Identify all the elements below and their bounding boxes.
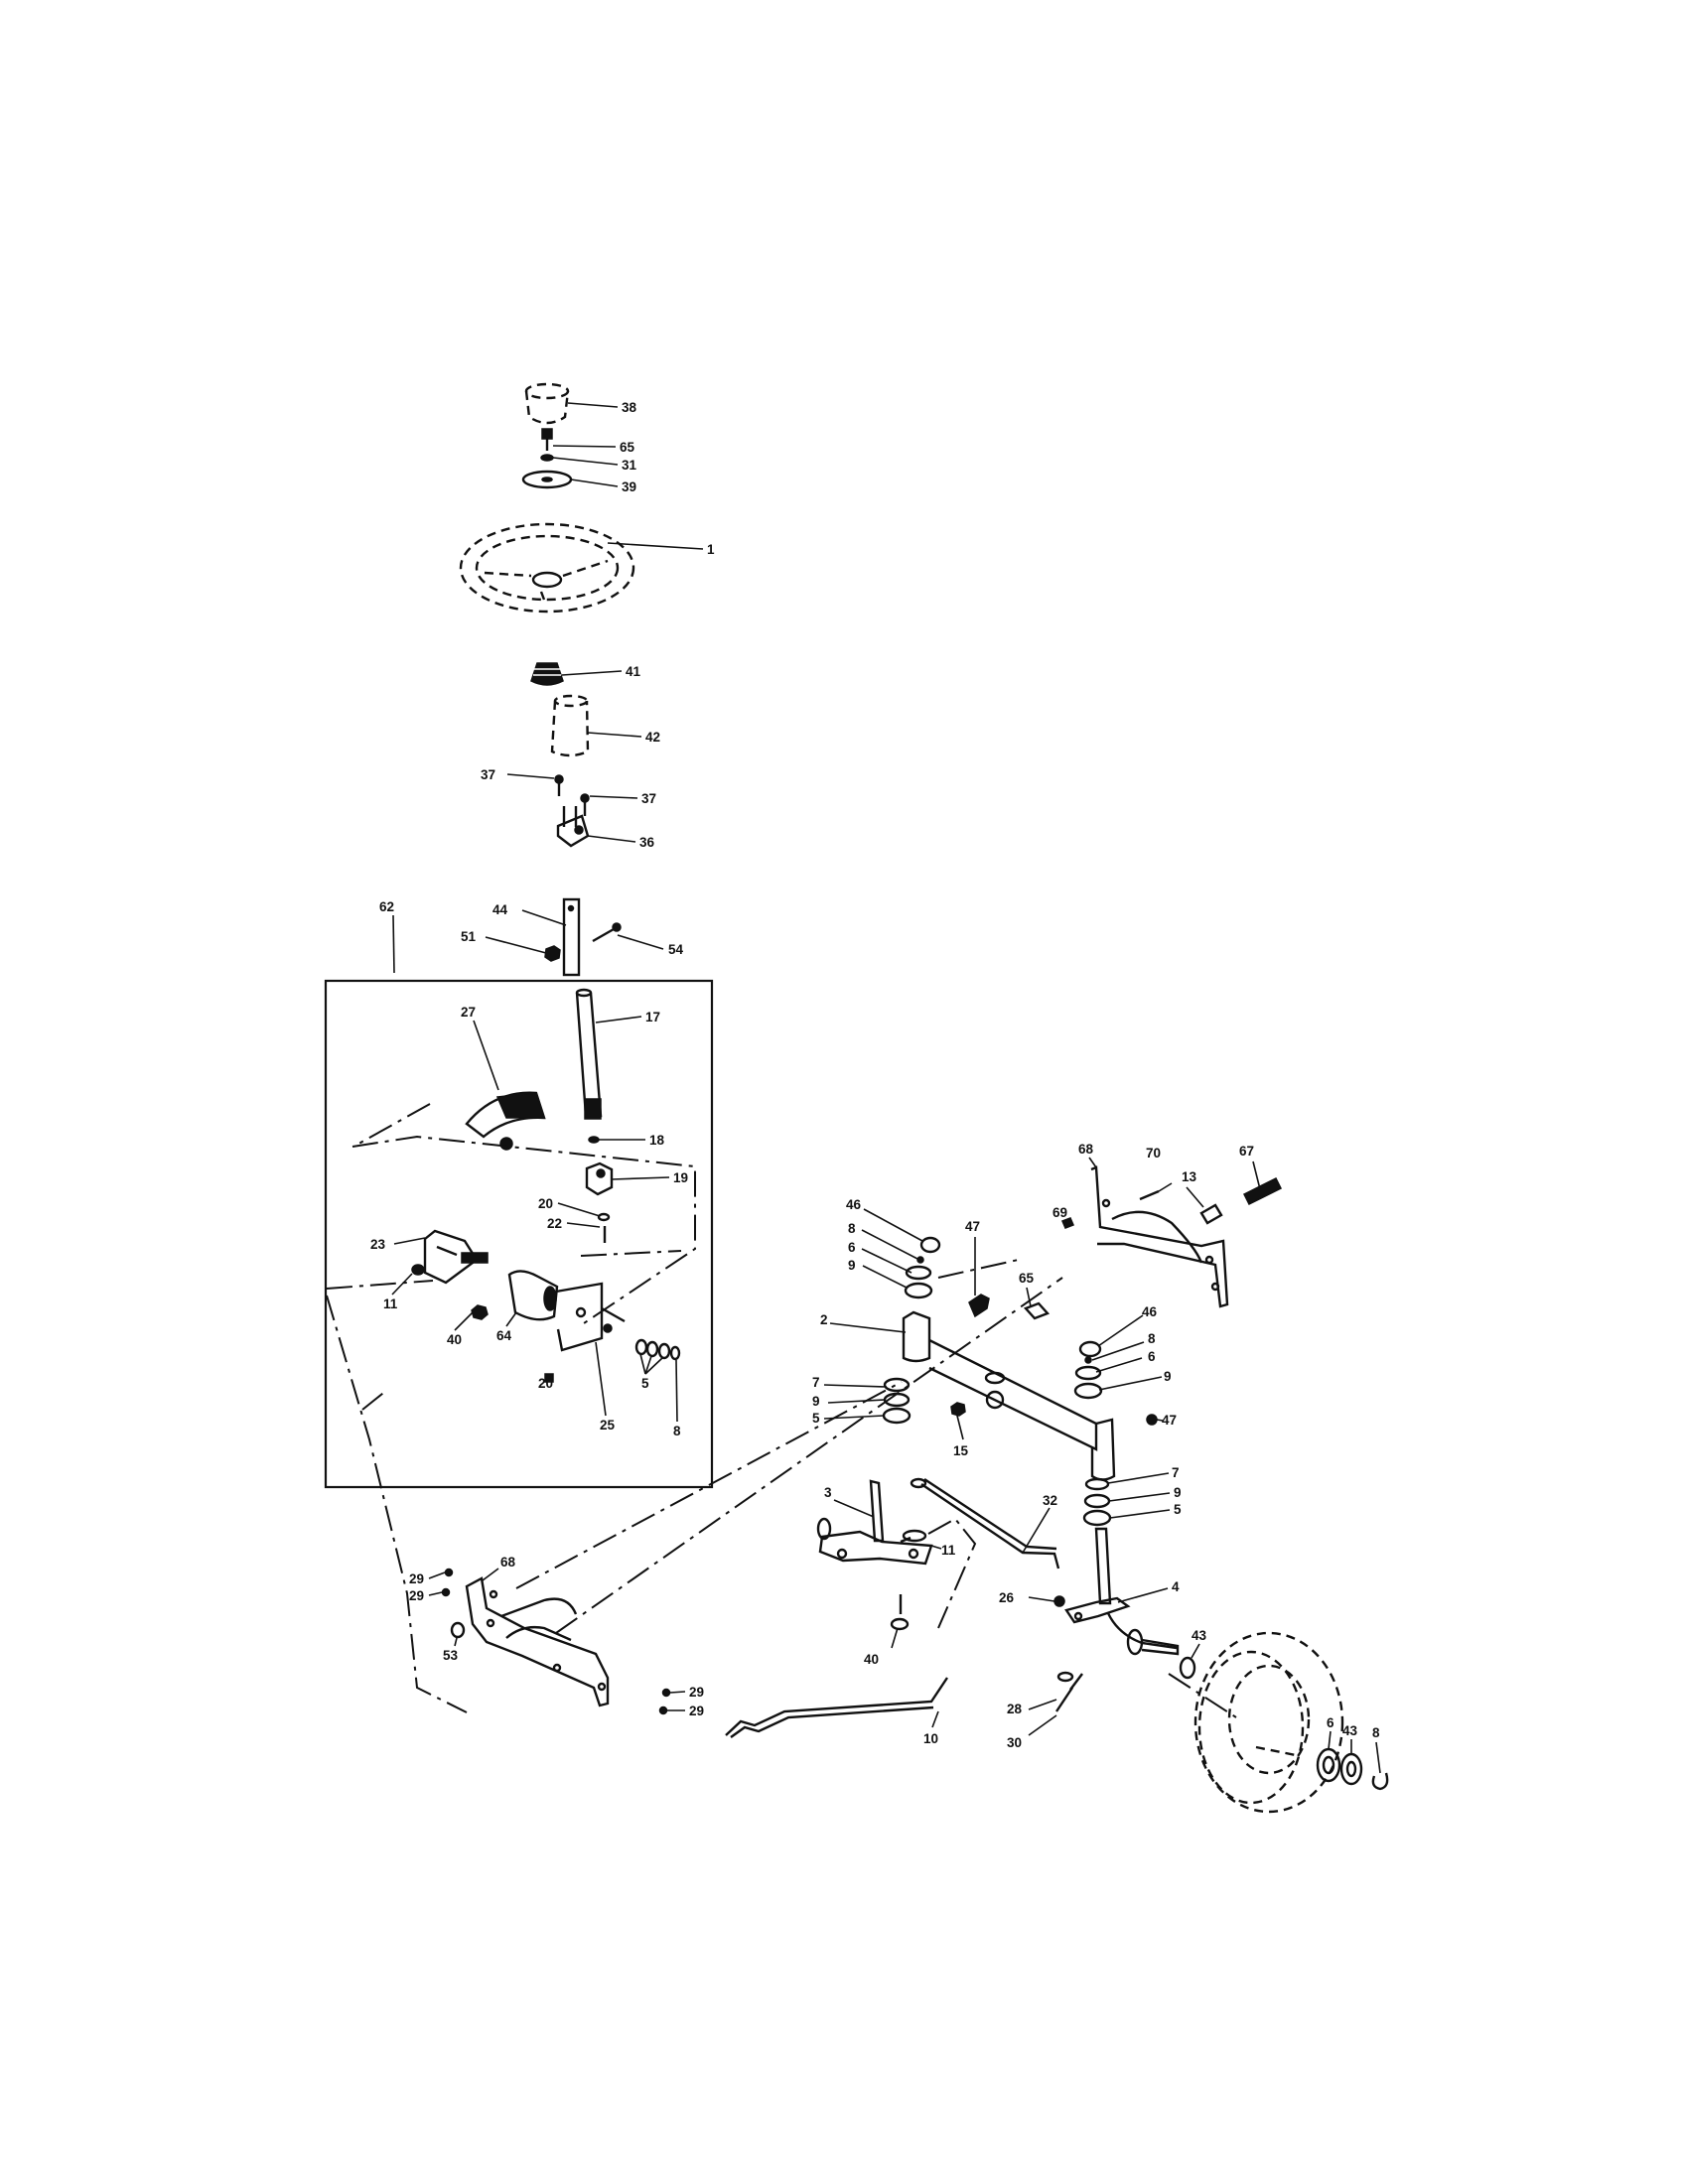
callout-37: 37	[481, 767, 495, 782]
part-front-wheel	[1179, 1631, 1389, 1814]
callout-46: 46	[1142, 1304, 1158, 1319]
part-steering-cap	[524, 382, 570, 425]
callout-40: 40	[447, 1332, 462, 1347]
callout-11: 11	[383, 1297, 398, 1311]
part-steering-shaft	[575, 988, 603, 1120]
part-steering-wheel	[459, 522, 635, 614]
callout-68: 68	[500, 1555, 516, 1570]
part-right-spindle	[1053, 1527, 1180, 1656]
callout-9: 9	[848, 1258, 856, 1273]
callout-28: 28	[1007, 1702, 1023, 1716]
part-right-spindle-washers	[1082, 1477, 1112, 1527]
callout-65: 65	[620, 440, 635, 455]
callout-70: 70	[1146, 1146, 1161, 1160]
callout-5: 5	[641, 1376, 649, 1391]
callout-17: 17	[645, 1010, 660, 1024]
callout-13: 13	[1182, 1169, 1197, 1184]
callout-1: 1	[707, 542, 715, 557]
callout-40: 40	[864, 1652, 879, 1667]
callout-7: 7	[812, 1375, 820, 1390]
callout-19: 19	[673, 1170, 688, 1185]
callout-2: 2	[820, 1312, 828, 1327]
part-pitman-arm-assembly	[411, 1229, 681, 1383]
callout-51: 51	[461, 929, 477, 944]
callout-11: 11	[941, 1543, 956, 1558]
callout-5: 5	[1174, 1502, 1182, 1517]
callout-29: 29	[689, 1704, 704, 1718]
part-steering-gear	[530, 662, 564, 686]
callout-18: 18	[649, 1133, 665, 1148]
callout-26: 26	[999, 1590, 1015, 1605]
callout-38: 38	[622, 400, 637, 415]
callout-29: 29	[409, 1571, 424, 1586]
callout-7: 7	[1172, 1465, 1180, 1480]
callout-54: 54	[668, 942, 684, 957]
callout-6: 6	[1148, 1349, 1156, 1364]
callout-31: 31	[622, 458, 637, 473]
part-left-spindle	[816, 1479, 933, 1566]
callout-69: 69	[1052, 1205, 1067, 1220]
callout-8: 8	[1372, 1725, 1380, 1740]
callout-27: 27	[461, 1005, 476, 1020]
callout-29: 29	[689, 1685, 704, 1700]
callout-46: 46	[846, 1197, 862, 1212]
part-steering-sleeve	[550, 694, 590, 757]
callout-68: 68	[1078, 1142, 1094, 1157]
callout-8: 8	[848, 1221, 856, 1236]
callout-43: 43	[1342, 1723, 1358, 1738]
callout-22: 22	[547, 1216, 562, 1231]
part-left-spindle-washers	[882, 1377, 966, 1425]
callout-labels: 38 65 31 39 1 41 42 37 37 36 62 44 51 54…	[370, 400, 1380, 1750]
callout-47: 47	[965, 1219, 980, 1234]
part-right-frame-bracket	[1061, 1165, 1283, 1308]
callout-47: 47	[1162, 1413, 1177, 1428]
phantom-centre-lines	[326, 1103, 1237, 1718]
callout-65: 65	[1019, 1271, 1035, 1286]
callout-37: 37	[641, 791, 656, 806]
callout-4: 4	[1172, 1579, 1180, 1594]
callout-62: 62	[379, 899, 394, 914]
assembly-62-box	[324, 979, 714, 1489]
part-tie-rod-end	[1055, 1671, 1083, 1712]
part-sector-gear	[465, 1091, 546, 1151]
callout-39: 39	[622, 479, 636, 494]
callout-8: 8	[673, 1424, 681, 1438]
callout-36: 36	[639, 835, 655, 850]
callout-leaders	[391, 402, 1381, 1774]
part-column-bracket	[554, 774, 590, 848]
callout-64: 64	[496, 1328, 512, 1343]
part-drag-link	[910, 1477, 1060, 1570]
part-left-frame-bracket	[441, 1568, 671, 1715]
callout-9: 9	[812, 1394, 820, 1409]
callout-43: 43	[1192, 1628, 1207, 1643]
callout-3: 3	[824, 1485, 832, 1500]
part-steering-rod	[725, 1677, 948, 1738]
part-pinion-block	[585, 1136, 614, 1243]
callout-44: 44	[492, 902, 508, 917]
callout-25: 25	[600, 1418, 616, 1433]
callout-42: 42	[645, 730, 660, 745]
callout-5: 5	[812, 1411, 820, 1426]
callout-6: 6	[848, 1240, 856, 1255]
callout-67: 67	[1239, 1144, 1254, 1159]
callout-10: 10	[923, 1731, 938, 1746]
callout-9: 9	[1174, 1485, 1182, 1500]
callout-23: 23	[370, 1237, 386, 1252]
part-spindle-nut	[890, 1594, 910, 1631]
callout-8: 8	[1148, 1331, 1156, 1346]
callout-53: 53	[443, 1648, 459, 1663]
callout-41: 41	[626, 664, 641, 679]
callout-29: 29	[409, 1588, 424, 1603]
part-front-axle	[902, 1236, 1158, 1481]
callout-30: 30	[1007, 1735, 1022, 1750]
callout-20: 20	[538, 1196, 553, 1211]
callout-15: 15	[953, 1443, 969, 1458]
callout-9: 9	[1164, 1369, 1172, 1384]
callout-20: 20	[538, 1376, 553, 1391]
callout-32: 32	[1043, 1493, 1057, 1508]
callout-6: 6	[1327, 1715, 1334, 1730]
part-upper-shaft	[544, 897, 622, 977]
